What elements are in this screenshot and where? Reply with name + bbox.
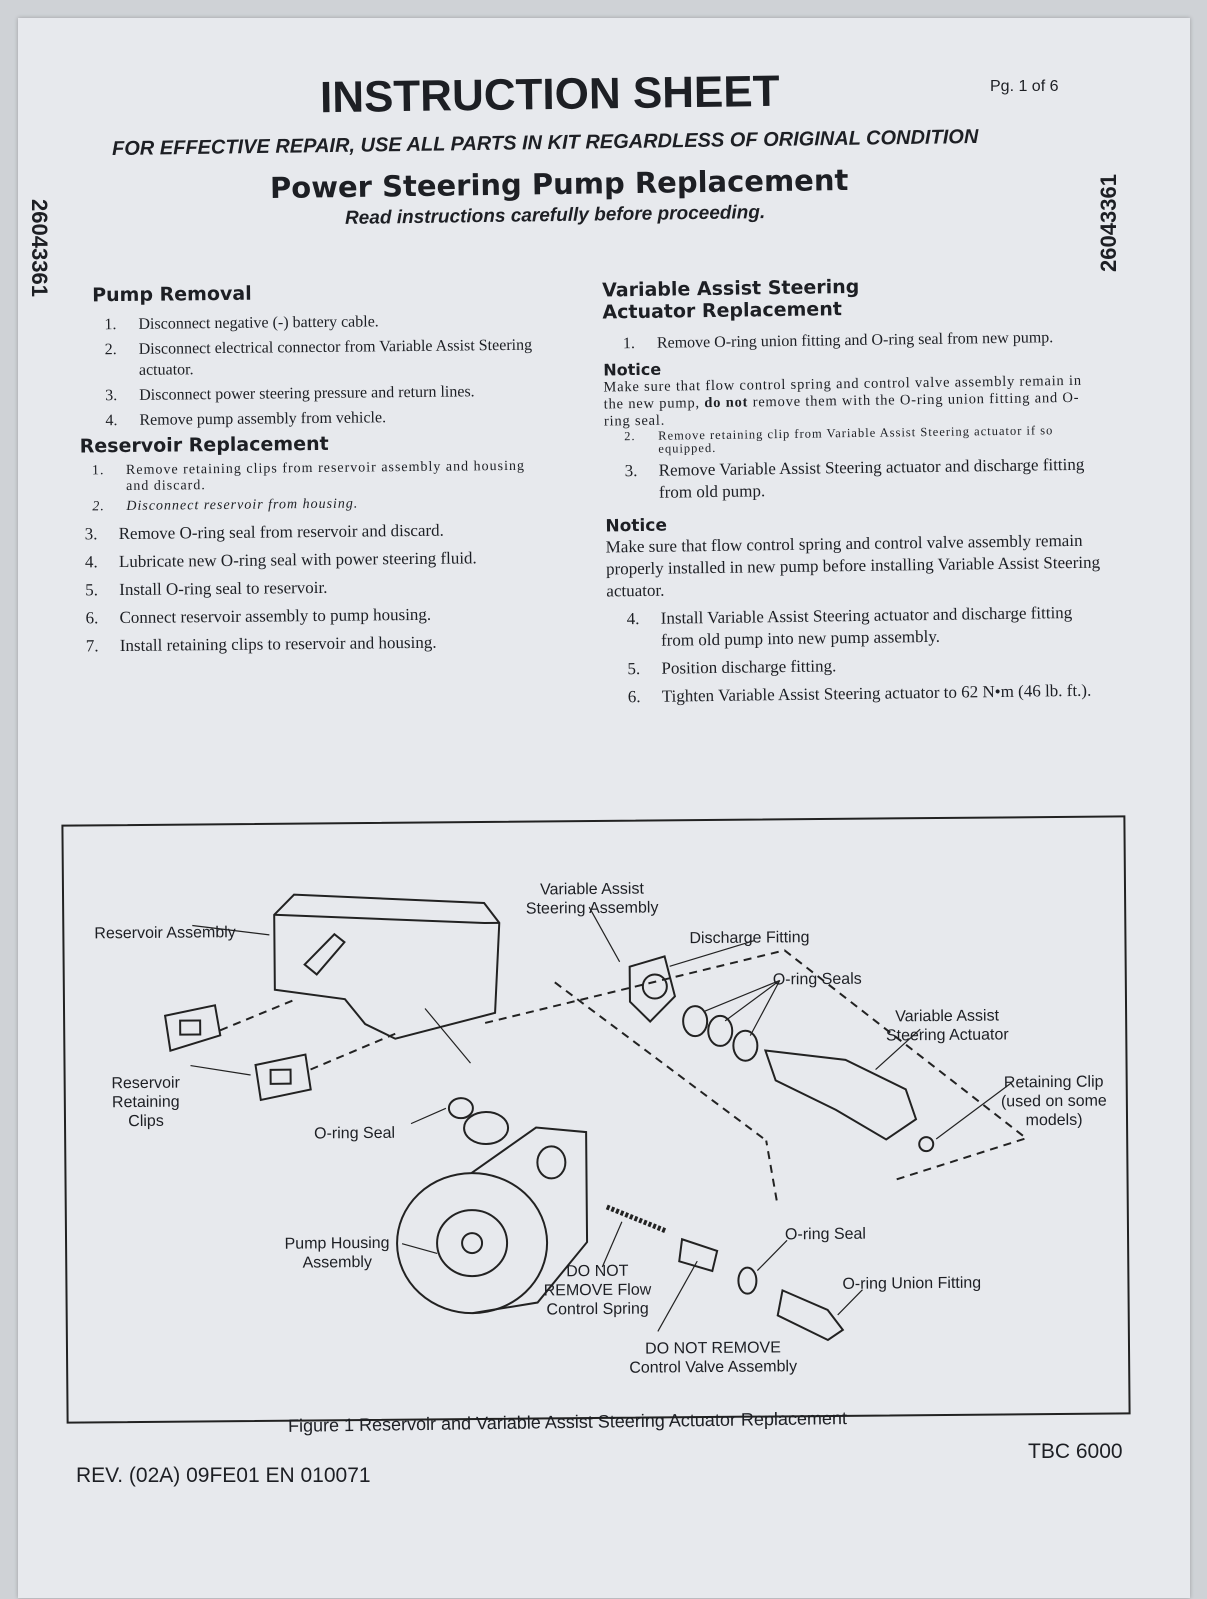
instruction-sheet <box>18 18 1190 1598</box>
figure-1: Reservoir Assembly Variable Assist Steer… <box>61 815 1131 1424</box>
list-item: 2.Disconnect reservoir from housing. <box>92 496 359 515</box>
pump-housing-drawing <box>396 1097 589 1315</box>
reservoir-clips-drawing <box>163 998 396 1102</box>
label-vas-actuator: Variable Assist Steering Actuator <box>885 1007 1009 1045</box>
actuator-steps-2-3: 2.Remove retaining clip from Variable As… <box>624 423 1105 505</box>
list-item: 5.Install O-ring seal to reservoir. <box>85 577 328 600</box>
label-reservoir-clips: Reservoir Retaining Clips <box>111 1074 180 1131</box>
list-item: 4.Remove pump assembly from vehicle. <box>105 409 387 430</box>
label-union-fitting: O-ring Union Fitting <box>842 1274 982 1293</box>
list-item: 1.Remove O-ring union fitting and O-ring… <box>622 329 1054 353</box>
label-oring-seal-bottom: O-ring Seal <box>784 1225 867 1244</box>
list-item: 1.Disconnect negative (-) battery cable. <box>104 313 379 334</box>
actuator-steps-4-6: 4.Install Variable Assist Steering actua… <box>627 601 1108 708</box>
reservoir-heading: Reservoir Replacement <box>79 432 329 458</box>
actuator-step-1: 1.Remove O-ring union fitting and O-ring… <box>623 327 1103 355</box>
list-item: 3.Disconnect power steering pressure and… <box>105 383 475 405</box>
notice-text: Make sure that flow control spring and c… <box>603 372 1082 430</box>
page-title: INSTRUCTION SHEET <box>319 66 780 123</box>
label-pump-housing: Pump Housing Assembly <box>284 1234 390 1272</box>
list-item: 3.Remove Variable Assist Steering actuat… <box>624 454 1085 502</box>
notice-text: Make sure that flow control spring and c… <box>605 530 1101 601</box>
label-flow-spring: DO NOT REMOVE Flow Control Spring <box>543 1262 652 1319</box>
reservoir-drawing <box>273 893 501 1040</box>
label-discharge-fitting: Discharge Fitting <box>689 929 810 948</box>
exploded-diagram <box>163 893 1029 1342</box>
label-oring-seals: O-ring Seals <box>772 970 862 989</box>
list-item: 5.Position discharge fitting. <box>627 656 837 679</box>
list-item: 2.Remove retaining clip from Variable As… <box>624 423 1054 456</box>
document-code: TBC 6000 <box>1028 1440 1123 1463</box>
part-number-right: 26043361 <box>1095 174 1121 272</box>
list-item: 6.Tighten Variable Assist Steering actua… <box>627 680 1092 707</box>
revision-line: REV. (02A) 09FE01 EN 010071 <box>76 1464 371 1487</box>
label-retaining-clip: Retaining Clip (used on some models) <box>1000 1073 1107 1130</box>
list-item: 1.Remove retaining clips from reservoir … <box>91 458 526 494</box>
left-column: Pump Removal 1.Disconnect negative (-) b… <box>78 280 552 664</box>
part-number-left: 26043361 <box>26 199 52 297</box>
leader-lines <box>190 906 1012 1332</box>
list-item: 4.Install Variable Assist Steering actua… <box>626 602 1073 650</box>
list-item: 4.Lubricate new O-ring seal with power s… <box>84 548 477 572</box>
reservoir-steps: 1.Remove retaining clips from reservoir … <box>92 459 551 516</box>
list-item: 2.Disconnect electrical connector from V… <box>104 336 533 379</box>
actuator-parts-drawing <box>484 949 1029 1342</box>
list-item: 6.Connect reservoir assembly to pump hou… <box>85 604 432 628</box>
list-item: 7.Install retaining clips to reservoir a… <box>85 632 437 656</box>
list-item: 3.Remove O-ring seal from reservoir and … <box>84 520 444 544</box>
label-oring-seal-top: O-ring Seal <box>314 1124 396 1143</box>
label-vas-assembly: Variable Assist Steering Assembly <box>525 880 659 918</box>
pump-removal-steps: 1.Disconnect negative (-) battery cable.… <box>104 310 549 432</box>
reservoir-steps-continued: 3.Remove O-ring seal from reservoir and … <box>85 519 552 658</box>
pump-removal-heading: Pump Removal <box>92 282 252 307</box>
page-number: Pg. 1 of 6 <box>990 78 1059 95</box>
right-column: Variable Assist Steering Actuator Replac… <box>602 273 1108 715</box>
label-reservoir-assembly: Reservoir Assembly <box>94 924 236 943</box>
